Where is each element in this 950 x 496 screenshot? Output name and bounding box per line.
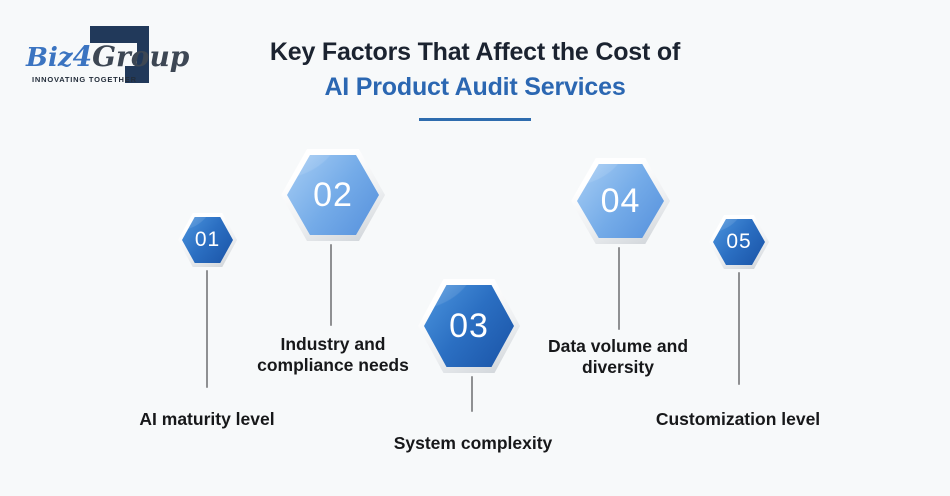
connector-line-3 [471, 376, 473, 412]
factor-label-3: System complexity [393, 433, 553, 453]
logo-wordmark: Biz4Group [26, 40, 189, 73]
connector-line-5 [738, 272, 740, 385]
connector-line-2 [330, 244, 332, 326]
factor-number-4: 04 [600, 181, 641, 220]
factor-hexagon-4: 04 [571, 158, 670, 244]
connector-line-1 [206, 270, 208, 388]
factor-hexagon-3: 03 [418, 279, 520, 373]
factor-hexagon-5-face: 05 [713, 219, 765, 265]
factor-label-2: Industry and compliance needs [257, 334, 409, 376]
page-title: Key Factors That Affect the Cost of AI P… [245, 38, 705, 121]
factor-label-4: Data volume and diversity [547, 336, 689, 378]
logo-wordmark-4: 4 [72, 40, 93, 73]
page-title-line2: AI Product Audit Services [324, 73, 626, 101]
factor-hexagon-2-face: 02 [287, 155, 379, 235]
factor-hexagon-1-face: 01 [182, 217, 233, 263]
factor-hexagon-5: 05 [709, 215, 769, 269]
factor-number-3: 03 [449, 306, 489, 345]
logo-wordmark-biz: Biz [26, 43, 73, 73]
factor-hexagon-3-face: 03 [424, 285, 514, 367]
factor-label-5: Customization level [655, 409, 821, 429]
connector-line-4 [618, 247, 620, 330]
logo-tagline: INNOVATING TOGETHER [32, 75, 137, 84]
factor-number-2: 02 [313, 175, 353, 214]
logo-bracket-square [125, 66, 139, 83]
biz4group-logo: Biz4Group INNOVATING TOGETHER [26, 18, 189, 96]
factor-hexagon-4-face: 04 [577, 164, 664, 238]
title-underline [419, 118, 531, 121]
factor-label-1: AI maturity level [139, 409, 275, 429]
factor-hexagon-2: 02 [281, 149, 385, 241]
logo-wordmark-group: Group [92, 40, 190, 73]
factor-number-5: 05 [726, 230, 752, 253]
logo-bracket-top-bar [90, 26, 148, 43]
logo-bracket-right-bar [137, 26, 149, 83]
factor-number-1: 01 [194, 228, 221, 251]
page-title-line1: Key Factors That Affect the Cost of [269, 38, 681, 66]
factor-hexagon-1: 01 [178, 213, 237, 267]
